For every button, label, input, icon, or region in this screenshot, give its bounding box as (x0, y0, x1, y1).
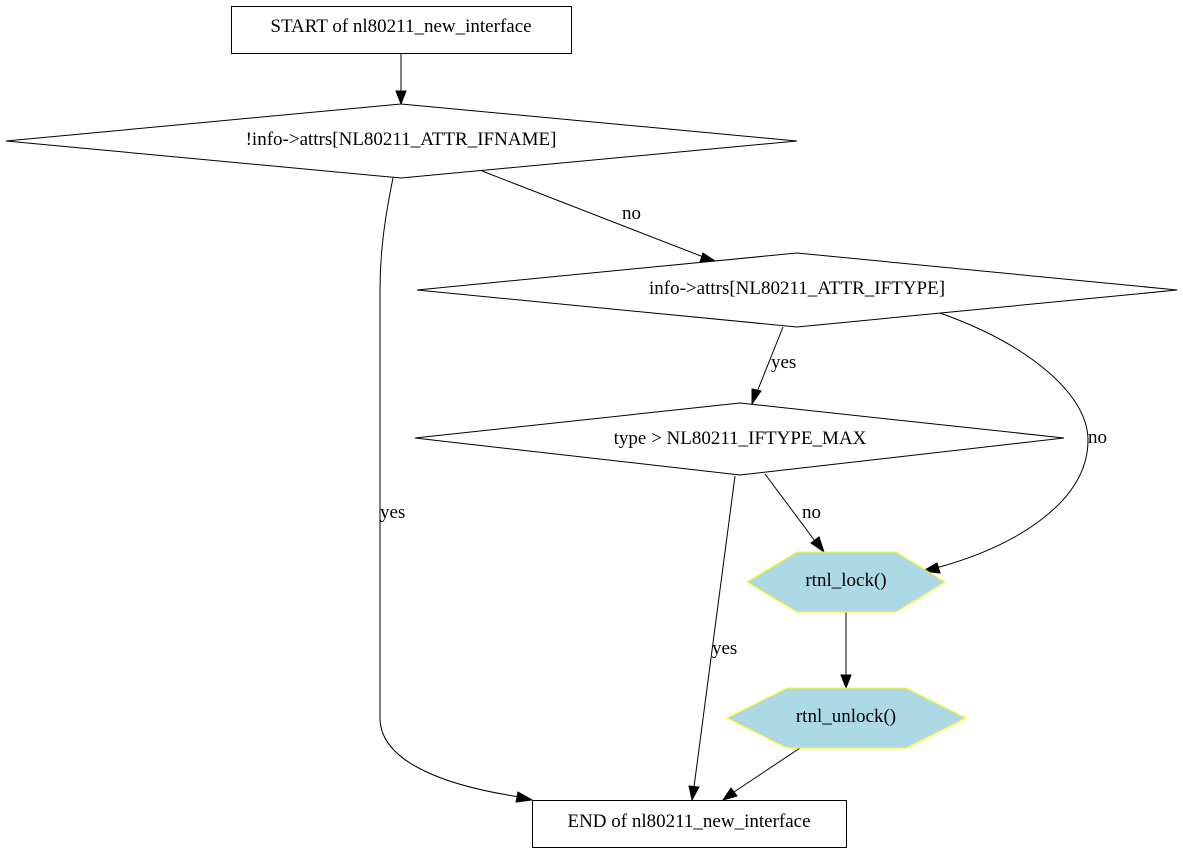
edge-label-yes: yes (380, 502, 405, 523)
start-box (231, 6, 572, 54)
edge-lock-to-unlock (840, 612, 852, 690)
edge-label-yes: yes (712, 638, 737, 659)
edge-cond2-to-lock-no: no (921, 312, 1107, 574)
node-rtnl-lock[interactable]: rtnl_lock() (746, 551, 946, 613)
edge-unlock-to-end (721, 747, 801, 801)
edge-cond1-to-end-yes: yes (379, 177, 534, 803)
arrowhead (840, 674, 852, 690)
decision-diamond (416, 252, 1178, 328)
start-label: START of nl80211_new_interface (270, 16, 531, 37)
arrowhead (688, 785, 700, 802)
decision-diamond (5, 103, 798, 179)
end-label: END of nl80211_new_interface (567, 811, 810, 832)
arrowhead (721, 787, 738, 801)
arrowhead (810, 536, 825, 554)
edge-label-no: no (802, 502, 821, 523)
lock-label: rtnl_lock() (805, 570, 886, 591)
edge-label-no: no (1088, 427, 1107, 448)
unlock-label: rtnl_unlock() (796, 706, 896, 727)
node-cond3[interactable]: type > NL80211_IFTYPE_MAX (414, 402, 1065, 476)
arrowhead (395, 90, 407, 106)
cond2-label: info->attrs[NL80211_ATTR_IFTYPE] (649, 278, 945, 299)
node-cond2[interactable]: info->attrs[NL80211_ATTR_IFTYPE] (416, 252, 1178, 328)
edge-start-to-cond1 (395, 53, 407, 106)
node-end[interactable]: END of nl80211_new_interface (532, 800, 847, 848)
function-hexagon (725, 687, 968, 749)
cond3-label: type > NL80211_IFTYPE_MAX (614, 428, 867, 449)
arrowhead (751, 388, 762, 406)
edge-label-no: no (622, 203, 641, 224)
node-cond1[interactable]: !info->attrs[NL80211_ATTR_IFNAME] (5, 103, 798, 179)
node-start[interactable]: START of nl80211_new_interface (231, 6, 572, 54)
node-rtnl-unlock[interactable]: rtnl_unlock() (725, 687, 968, 749)
cond1-label: !info->attrs[NL80211_ATTR_IFNAME] (246, 129, 557, 150)
arrowhead (921, 562, 941, 574)
edge-cond1-to-cond2-no: no (481, 170, 720, 264)
edge-cond3-to-end-yes: yes (688, 475, 737, 802)
end-box (532, 800, 847, 848)
function-hexagon (746, 551, 946, 613)
edge-label-yes: yes (771, 352, 796, 373)
arrowhead (515, 791, 534, 803)
edge-cond2-to-cond3-yes: yes (751, 326, 796, 406)
edge-cond3-to-lock-no: no (764, 473, 825, 554)
decision-diamond (414, 402, 1065, 476)
